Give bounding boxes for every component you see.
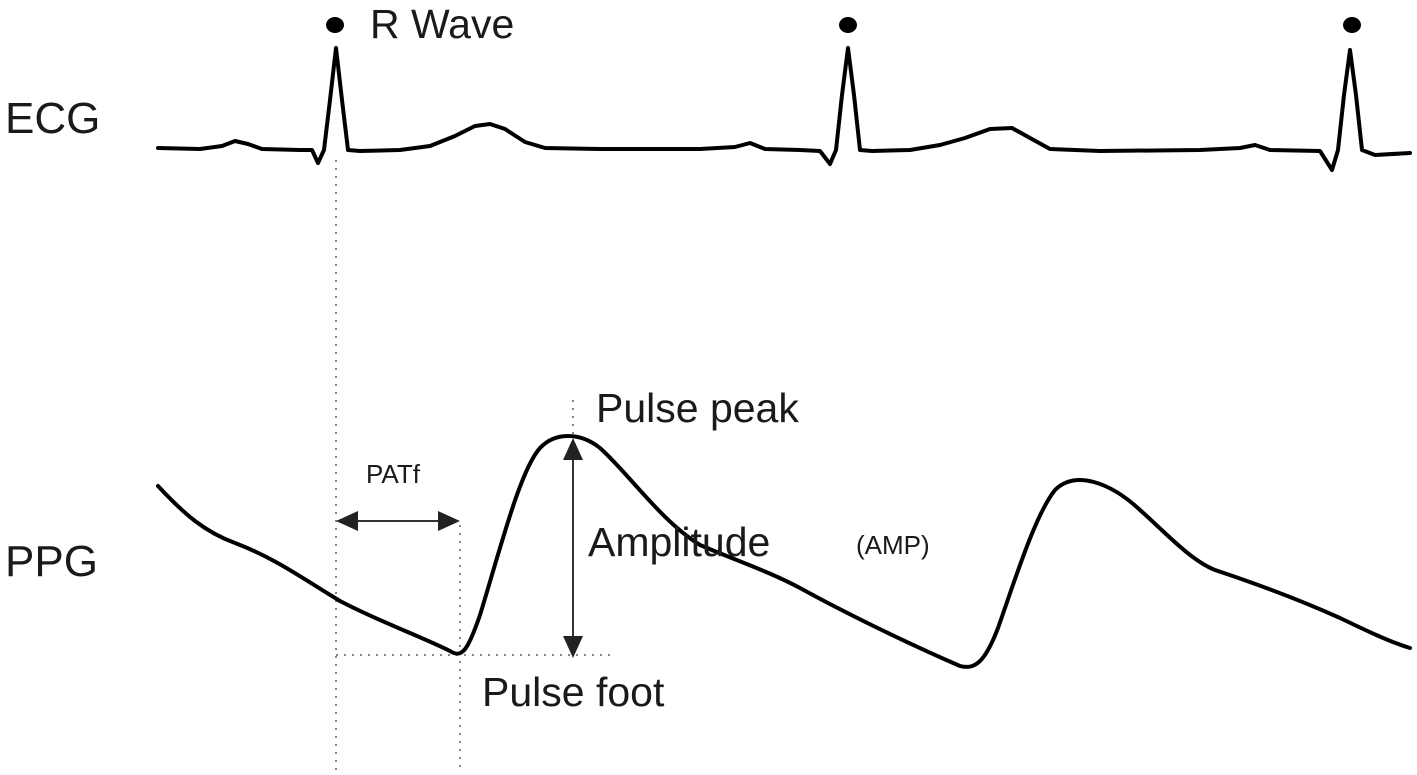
ecg-trace: [156, 46, 1412, 172]
amplitude-arrow: [563, 438, 583, 658]
r-wave-markers: [326, 17, 1361, 33]
ppg-label: PPG: [5, 537, 98, 586]
pulse-foot-label: Pulse foot: [482, 669, 665, 715]
r-wave-dot: [839, 17, 857, 33]
patf-label: PATf: [366, 459, 421, 489]
amplitude-arrow-bottom-head: [563, 636, 583, 658]
patf-arrow-right-head: [438, 511, 460, 531]
ppg-trace: [156, 434, 1412, 669]
patf-arrow-left-head: [336, 511, 358, 531]
r-wave-dot: [1343, 17, 1361, 33]
r-wave-dot: [326, 17, 344, 33]
pulse-peak-label: Pulse peak: [596, 385, 799, 431]
patf-arrow: [336, 511, 460, 531]
amplitude-arrow-top-head: [563, 438, 583, 460]
ecg-label: ECG: [5, 94, 100, 143]
guide-lines: [335, 160, 615, 770]
r-wave-label: R Wave: [370, 1, 514, 47]
amplitude-label: Amplitude: [588, 519, 770, 565]
amp-abbrev-label: (AMP): [856, 530, 930, 560]
